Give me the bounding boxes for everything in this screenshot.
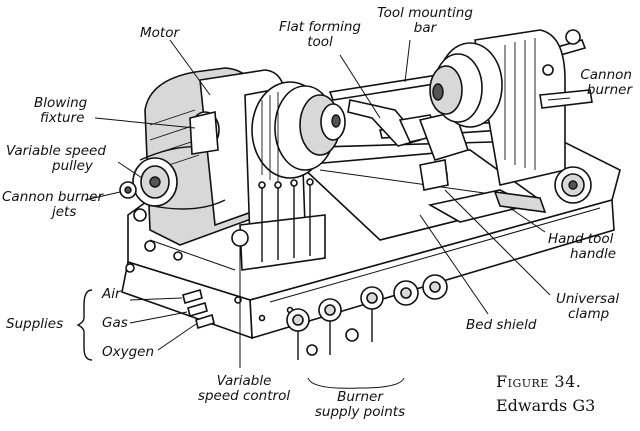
label-blowing-fixture-line2: fixture [40, 110, 85, 126]
left-headstock [244, 81, 346, 242]
label-cannon-burner-line2: burner [586, 82, 632, 98]
label-variable-speed-pulley: Variable speed pulley [6, 144, 126, 174]
label-tool-mounting-bar: Tool mounting bar [370, 6, 480, 36]
variable-speed-pulley [132, 145, 226, 210]
label-hand-tool-handle-line2: handle [570, 246, 617, 262]
label-bed-shield: Bed shield [466, 317, 537, 333]
label-blowing-fixture-line1: Blowing [34, 95, 88, 111]
label-supplies: Supplies [6, 316, 64, 332]
burner-valve-stand [231, 178, 326, 271]
label-tool-mounting-bar-line1: Tool mounting [377, 5, 473, 21]
blowing-fixture [189, 111, 220, 155]
label-hand-tool-handle-line1: Hand tool [548, 231, 614, 247]
label-variable-speed-pulley-line2: pulley [52, 158, 93, 174]
hand-tool-handle [427, 189, 547, 223]
universal-clamp [418, 111, 470, 191]
label-burner-supply-points-line2: supply points [314, 404, 406, 420]
figure-caption-title: Figure 34. [496, 372, 582, 391]
cannon-burner [539, 64, 593, 109]
label-air: Air [102, 286, 121, 302]
supply-pipes [182, 288, 215, 330]
label-tool-mounting-bar-line2: bar [413, 20, 437, 36]
figure-caption-subtitle: Edwards G3 [496, 396, 596, 415]
label-cannon-burner-line1: Cannon [580, 67, 632, 83]
label-burner-supply-points-line1: Burner [337, 389, 383, 405]
handwheel [554, 166, 592, 204]
label-universal-clamp: Universal clamp [556, 292, 636, 322]
label-flat-forming-tool-line1: Flat forming [279, 19, 361, 35]
leader-lines [76, 39, 571, 389]
label-cannon-burner-jets-line2: jets [52, 204, 77, 220]
label-variable-speed-control-line2: speed control [197, 388, 291, 404]
label-universal-clamp-line1: Universal [556, 291, 620, 307]
label-variable-speed-control-line1: Variable [216, 373, 272, 389]
label-motor: Motor [140, 25, 180, 41]
label-hand-tool-handle: Hand tool handle [548, 232, 638, 262]
label-variable-speed-pulley-line1: Variable speed [6, 143, 106, 159]
label-oxygen: Oxygen [102, 344, 155, 360]
label-cannon-burner-jets: Cannon burner jets [2, 190, 122, 220]
label-cannon-burner-jets-line1: Cannon burner [2, 189, 104, 205]
label-flat-forming-tool-line2: tool [307, 34, 333, 50]
label-burner-supply-points: Burner supply points [300, 390, 420, 420]
label-blowing-fixture: Blowing fixture [34, 96, 114, 126]
label-universal-clamp-line2: clamp [568, 306, 610, 322]
label-cannon-burner: Cannon burner [560, 68, 632, 98]
burner-supply-valves [286, 274, 448, 360]
label-flat-forming-tool: Flat forming tool [270, 20, 370, 50]
cannon-burner-jets [119, 181, 147, 222]
label-gas: Gas [102, 315, 128, 331]
label-variable-speed-control: Variable speed control [186, 374, 302, 404]
